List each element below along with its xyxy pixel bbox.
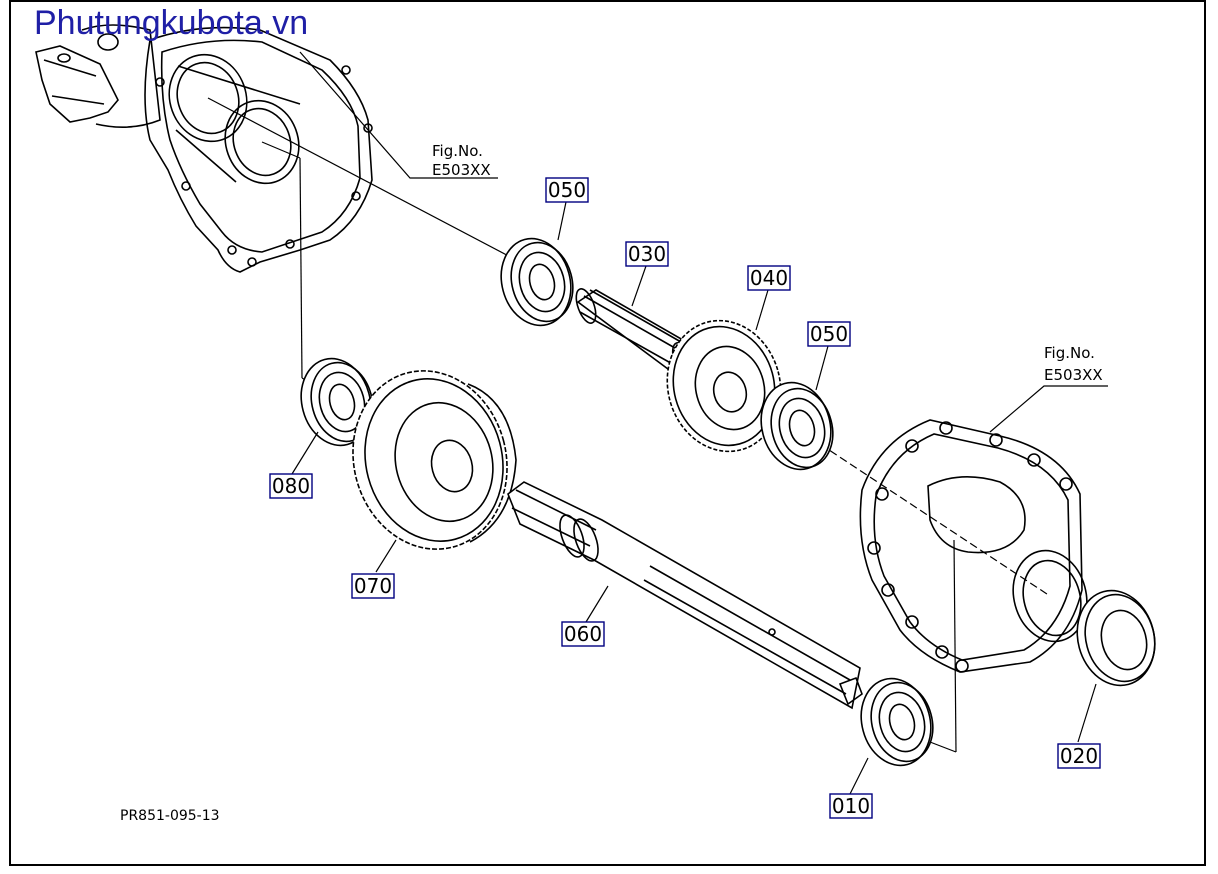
oil-seal-020[interactable] (1067, 582, 1165, 694)
left-transmission-case (35, 24, 373, 273)
bearing-080[interactable] (292, 351, 382, 454)
fig-ref-upper-line2: E503XX (432, 161, 491, 179)
part-label-040-text: 040 (750, 266, 788, 290)
bearing-050-lower[interactable] (752, 375, 842, 478)
part-label-020-text: 020 (1060, 744, 1098, 768)
output-shaft-060[interactable] (507, 481, 863, 710)
bearing-050-upper[interactable] (492, 231, 582, 334)
gear-070[interactable] (333, 353, 526, 566)
fig-ref-lower-line1: Fig.No. (1044, 344, 1095, 362)
part-label-070[interactable]: 070 (351, 573, 395, 599)
part-label-030[interactable]: 030 (625, 241, 669, 267)
right-transmission-case (859, 419, 1088, 673)
diagram-frame (9, 0, 1206, 866)
part-label-050-upper-text: 050 (548, 178, 586, 202)
part-label-060-text: 060 (564, 622, 602, 646)
part-label-050-upper[interactable]: 050 (545, 177, 589, 203)
part-label-010[interactable]: 010 (829, 793, 873, 819)
part-label-070-text: 070 (354, 574, 392, 598)
fig-ref-lower-line2: E503XX (1044, 366, 1103, 384)
part-label-080-text: 080 (272, 474, 310, 498)
bearing-010[interactable] (852, 671, 942, 774)
part-label-060[interactable]: 060 (561, 621, 605, 647)
fig-ref-upper[interactable]: Fig.No. E503XX (432, 142, 491, 179)
gear-040[interactable] (653, 308, 795, 464)
part-label-050-lower[interactable]: 050 (807, 321, 851, 347)
part-label-040[interactable]: 040 (747, 265, 791, 291)
part-label-020[interactable]: 020 (1057, 743, 1101, 769)
diagram-code: PR851-095-13 (120, 808, 220, 824)
part-label-080[interactable]: 080 (269, 473, 313, 499)
fig-ref-upper-line1: Fig.No. (432, 142, 483, 160)
part-label-010-text: 010 (832, 794, 870, 818)
part-label-030-text: 030 (628, 242, 666, 266)
leader-lines (291, 51, 1108, 795)
fig-ref-lower[interactable]: Fig.No. E503XX (1044, 344, 1103, 384)
part-label-050-lower-text: 050 (810, 322, 848, 346)
site-watermark: Phutungkubota.vn (34, 4, 308, 42)
